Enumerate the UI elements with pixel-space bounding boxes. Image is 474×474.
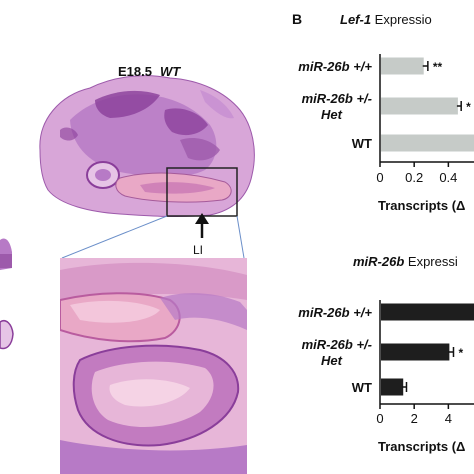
category-label: miR-26b +/+ <box>298 305 372 320</box>
arrow-icon <box>195 213 209 238</box>
genotype-label: WT <box>160 64 181 79</box>
category-label: miR-26b +/- <box>302 91 372 106</box>
x-tick-label: 4 <box>445 411 452 426</box>
bar <box>381 134 474 152</box>
significance-marker: * <box>466 100 471 114</box>
x-tick-label: 0 <box>376 411 383 426</box>
chart-title-gene: Lef-1 <box>340 12 371 27</box>
bar <box>381 97 458 115</box>
chart-title-suffix: Expressi <box>404 254 458 269</box>
chart-title-suffix: Expressio <box>371 12 432 27</box>
chart-title-gene: miR-26b <box>353 254 404 269</box>
x-axis-label: Transcripts (Δ <box>378 439 465 454</box>
partial-side-image <box>0 226 14 350</box>
panel-label: B <box>292 11 302 27</box>
category-label-sub: Het <box>321 353 343 368</box>
x-tick-label: 0.4 <box>439 170 457 185</box>
chart-title: Lef-1 Expressio <box>340 12 432 27</box>
histology-panel: E18.5 WT LI <box>0 64 255 474</box>
category-label-sub: Het <box>321 107 343 122</box>
x-tick-label: 2 <box>411 411 418 426</box>
bar <box>381 343 450 361</box>
category-label: miR-26b +/- <box>302 337 372 352</box>
chart-title: miR-26b Expressi <box>353 254 458 269</box>
category-label: miR-26b +/+ <box>298 59 372 74</box>
significance-marker: ** <box>433 60 443 74</box>
bar <box>381 378 404 396</box>
zoom-line-left <box>61 215 168 259</box>
bar <box>381 57 424 75</box>
arrow-label: LI <box>193 243 203 257</box>
zoom-line-right <box>236 215 245 259</box>
x-tick-label: 0.2 <box>405 170 423 185</box>
stage-label: E18.5 <box>118 64 152 79</box>
bar <box>381 303 474 321</box>
category-label: WT <box>352 136 372 151</box>
embryo-section-image <box>39 75 255 218</box>
x-tick-label: 0 <box>376 170 383 185</box>
category-label: WT <box>352 380 372 395</box>
zoomed-section-image <box>60 258 247 474</box>
significance-marker: * <box>458 346 463 360</box>
x-axis-label: Transcripts (Δ <box>378 198 465 213</box>
